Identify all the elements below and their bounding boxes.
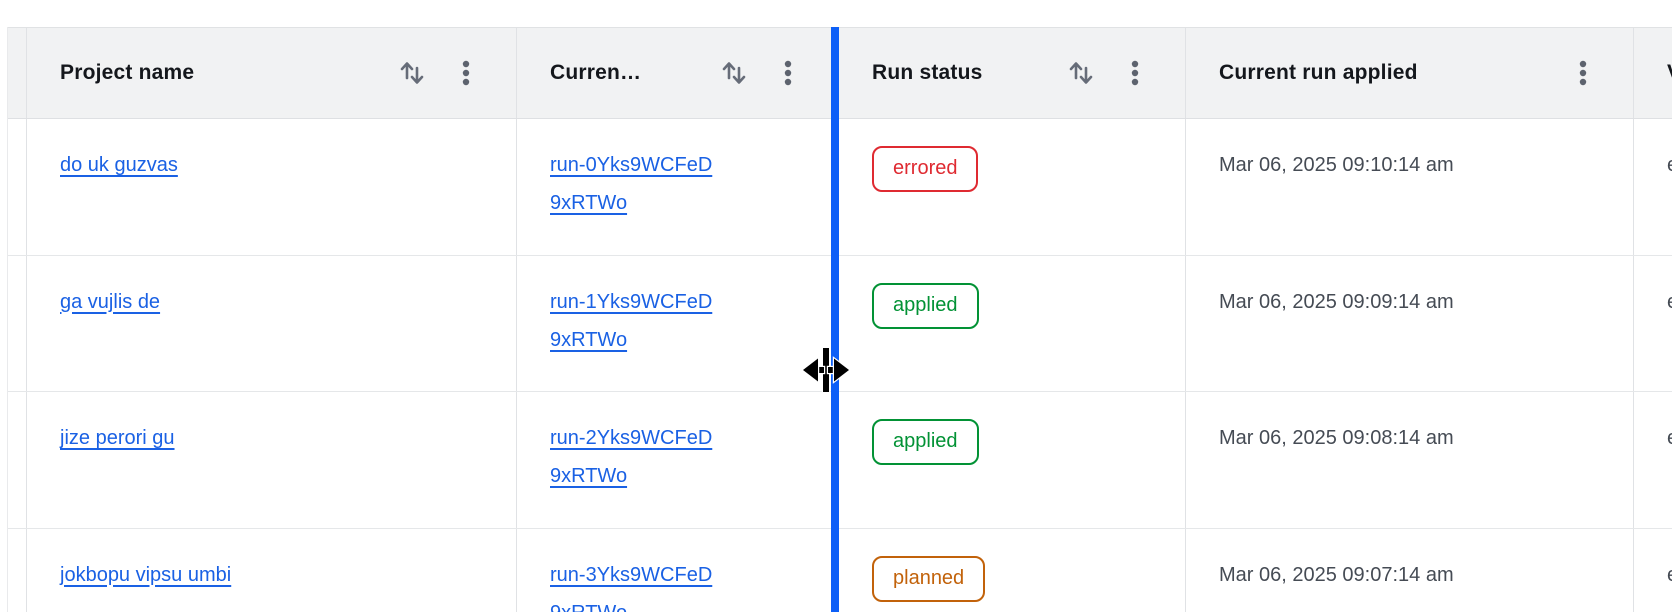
project-link[interactable]: jize perori gu [60, 427, 175, 449]
clipped-cell: e [1634, 256, 1672, 392]
project-name-cell: jize perori gu [27, 392, 517, 528]
run-status-cell: applied [839, 255, 1186, 391]
table-row: jize perori gu run-2Yks9WCFeD9xRTWo appl… [8, 392, 1672, 529]
current-run-applied-cell: Mar 06, 2025 09:08:14 am [1186, 392, 1634, 528]
col-resize-cursor-icon [801, 346, 851, 394]
table-row: do uk guzvas run-0Yks9WCFeD9xRTWo errore… [8, 119, 1672, 256]
table-header-row: Project name Curre [8, 27, 1672, 119]
clipped-cell: e [1634, 392, 1672, 528]
column-header-clipped: V [1634, 28, 1672, 118]
column-label: Curren… [550, 61, 642, 84]
project-link[interactable]: ga vujlis de [60, 290, 161, 313]
run-status-cell: applied [839, 392, 1186, 528]
run-link[interactable]: run-1Yks9WCFeD9xRTWo [550, 290, 713, 351]
clipped-cell: e [1634, 119, 1672, 255]
kebab-menu-icon [1131, 60, 1139, 86]
column-label: Current run applied [1219, 61, 1418, 84]
clipped-cell: e [1634, 529, 1672, 612]
sort-arrows-icon [1069, 62, 1093, 84]
sort-arrows-icon [400, 62, 424, 84]
status-badge: applied [872, 419, 979, 465]
current-run-applied-cell: Mar 06, 2025 09:09:14 am [1186, 255, 1634, 391]
column-header-run-status: Run status [839, 28, 1186, 118]
current-run-cell: run-1Yks9WCFeD9xRTWo [517, 255, 839, 391]
kebab-menu-icon [1579, 60, 1587, 86]
column-menu-button[interactable] [462, 59, 470, 87]
project-name-cell: ga vujlis de [27, 255, 517, 391]
sort-button[interactable] [720, 58, 748, 88]
current-run-cell: run-2Yks9WCFeD9xRTWo [517, 392, 839, 528]
current-run-cell: run-3Yks9WCFeD9xRTWo [517, 528, 839, 612]
run-status-cell: planned [839, 528, 1186, 612]
sort-arrows-icon [722, 62, 746, 84]
row-gutter-cell [8, 255, 27, 391]
column-resize-indicator[interactable] [831, 27, 839, 612]
status-badge: errored [872, 146, 979, 192]
table-row: jokbopu vipsu umbi run-3Yks9WCFeD9xRTWo … [8, 528, 1672, 612]
project-link[interactable]: do uk guzvas [60, 154, 178, 176]
run-status-cell: errored [839, 119, 1186, 255]
kebab-menu-icon [462, 60, 470, 86]
column-label: Project name [60, 61, 195, 84]
current-run-cell: run-0Yks9WCFeD9xRTWo [517, 119, 839, 255]
header-gutter-cell [8, 28, 27, 118]
column-label: Run status [872, 61, 983, 84]
column-header-current-run-applied: Current run applied [1186, 28, 1634, 118]
status-badge: applied [872, 282, 979, 329]
column-header-current-run: Curren… [517, 28, 839, 118]
run-link[interactable]: run-3Yks9WCFeD9xRTWo [550, 563, 713, 612]
status-badge: planned [872, 555, 986, 602]
run-link[interactable]: run-0Yks9WCFeD9xRTWo [550, 154, 713, 214]
current-run-applied-cell: Mar 06, 2025 09:10:14 am [1186, 119, 1634, 255]
column-label: V [1667, 61, 1672, 85]
row-gutter-cell [8, 392, 27, 528]
column-menu-button[interactable] [784, 59, 792, 87]
row-gutter-cell [8, 119, 27, 255]
current-run-applied-cell: Mar 06, 2025 09:07:14 am [1186, 528, 1634, 612]
sort-button[interactable] [398, 58, 426, 88]
run-link[interactable]: run-2Yks9WCFeD9xRTWo [550, 427, 713, 487]
column-header-project-name: Project name [27, 28, 517, 118]
column-menu-button[interactable] [1579, 59, 1587, 87]
row-gutter-cell [8, 528, 27, 612]
project-name-cell: jokbopu vipsu umbi [27, 528, 517, 612]
column-menu-button[interactable] [1131, 59, 1139, 87]
project-link[interactable]: jokbopu vipsu umbi [60, 563, 232, 586]
project-name-cell: do uk guzvas [27, 119, 517, 255]
data-table: Project name Curre [7, 27, 1672, 612]
kebab-menu-icon [784, 60, 792, 86]
sort-button[interactable] [1067, 58, 1095, 88]
